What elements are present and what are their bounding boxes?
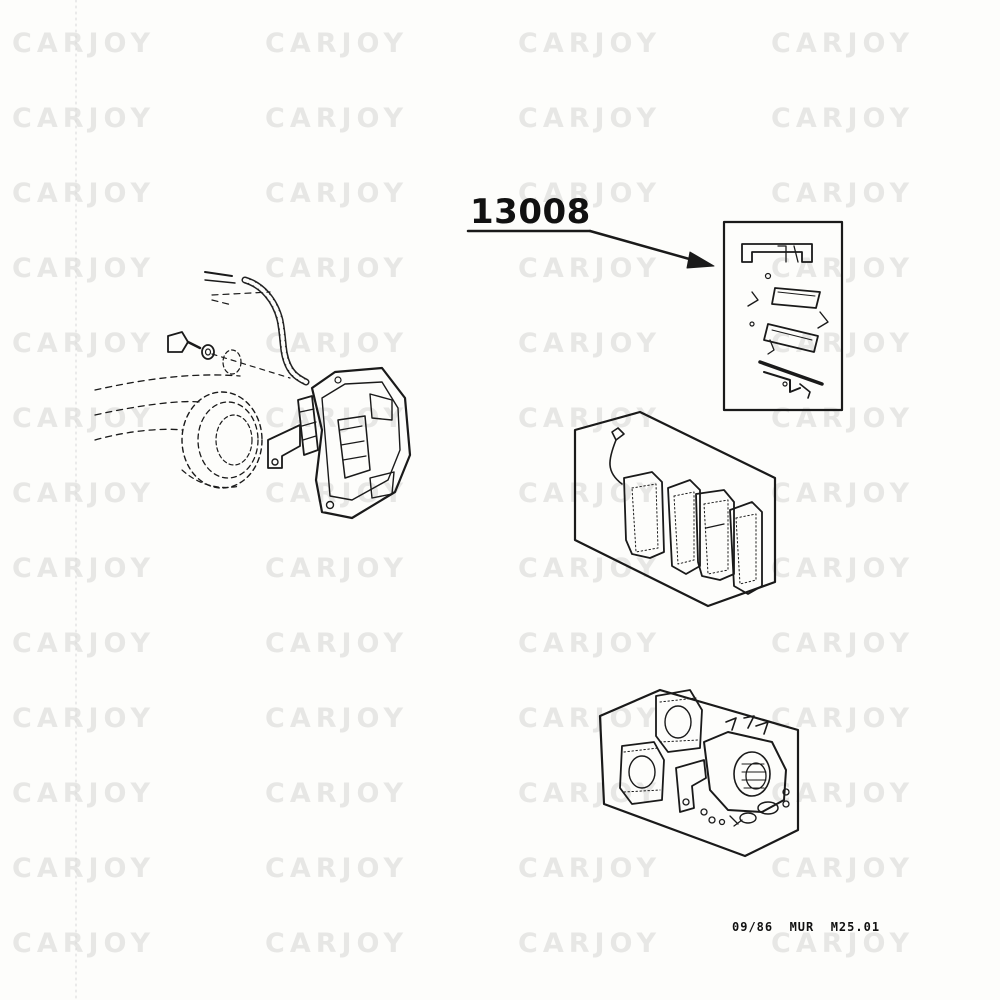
part-number-label: 13008 (470, 192, 591, 232)
brake-hardware-kit-icon (722, 220, 844, 412)
part-number-leader (466, 229, 715, 269)
brake-pad-set-icon (573, 410, 777, 608)
caliper-repair-kit-icon (598, 688, 800, 858)
brake-caliper-assembly-icon (94, 271, 412, 520)
reference-code: 09/86 MUR M25.01 (732, 920, 881, 934)
